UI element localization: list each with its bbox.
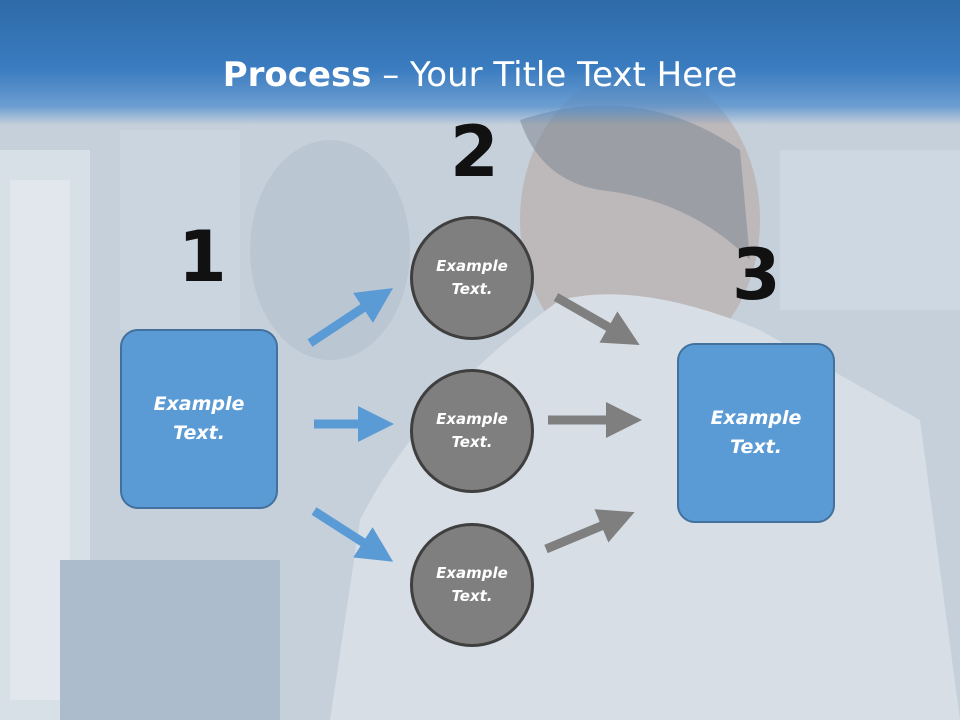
- blue-arrow-down: [311, 507, 394, 562]
- title-bar: [0, 0, 960, 125]
- step-3-label-line1: Example: [710, 407, 802, 429]
- gray-arrow-down: [553, 293, 640, 345]
- circle-top-line1: Example: [436, 257, 508, 275]
- circle-middle-line1: Example: [436, 410, 508, 428]
- slide-title: Process – Your Title Text Here: [0, 55, 960, 95]
- gray-arrow-up: [544, 509, 635, 554]
- step-1-label-line2: Text.: [173, 422, 225, 444]
- blue-arrow-up: [307, 288, 394, 347]
- circle-bottom-line2: Text.: [451, 587, 493, 605]
- step-number-2: 2: [450, 111, 499, 193]
- circle-middle-line2: Text.: [451, 433, 493, 451]
- circle-bottom-line1: Example: [436, 564, 508, 582]
- step-1-label-line1: Example: [153, 393, 245, 415]
- step-number-3: 3: [732, 234, 781, 316]
- title-rest: – Your Title Text Here: [371, 55, 738, 95]
- step-number-1: 1: [178, 216, 227, 298]
- circle-top-line2: Text.: [451, 280, 493, 298]
- step-3-label-line2: Text.: [730, 436, 782, 458]
- title-bold: Process: [222, 55, 372, 95]
